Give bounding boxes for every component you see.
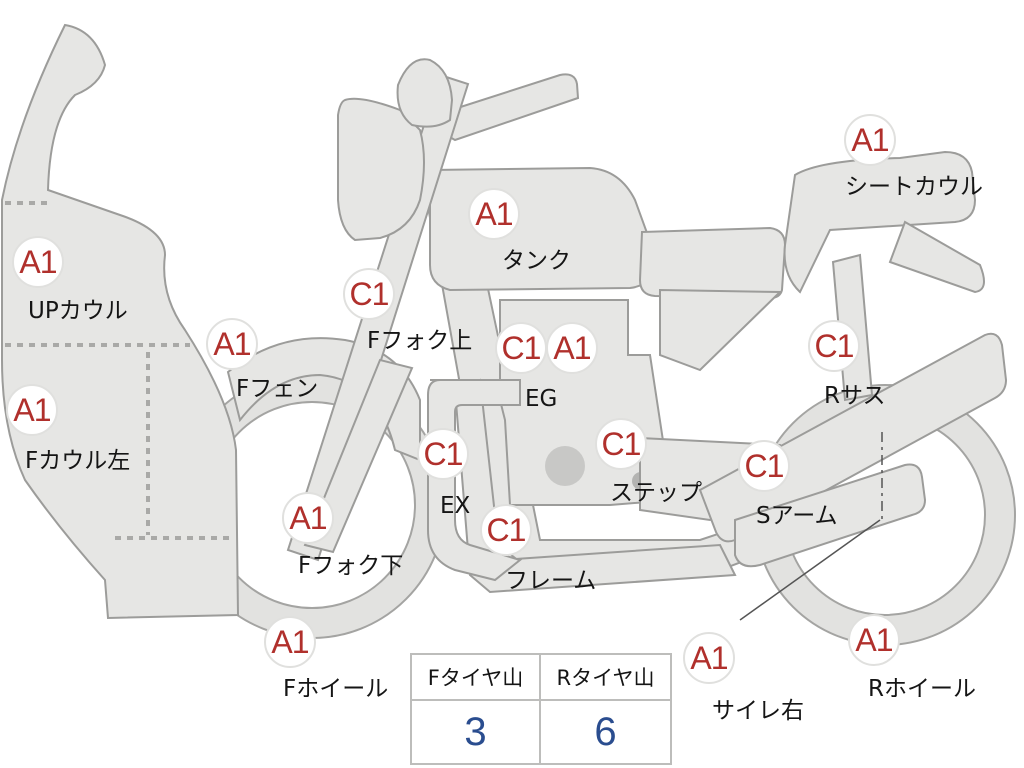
f-fork-upper-label: Fフォク上: [367, 328, 473, 354]
f-fender-label: Fフェン: [236, 376, 319, 402]
silencer-right-label: サイレ右: [712, 698, 804, 724]
seat-cowl-tail-shape: [888, 220, 985, 294]
r-wheel-grade-badge: A1: [848, 614, 900, 666]
tank-label: タンク: [502, 248, 571, 274]
r-wheel-label: Rホイール: [868, 676, 976, 702]
r-suspension-label: Rサス: [824, 383, 886, 409]
f-wheel-label: Fホイール: [283, 676, 389, 702]
tire-tread-table: Fタイヤ山 Rタイヤ山 3 6: [410, 653, 672, 765]
front-cowl-shape: [1, 23, 240, 620]
seat-cowl-shape: [783, 150, 977, 294]
tank-grade-badge: A1: [468, 188, 520, 240]
frame-rail-shape: [417, 73, 580, 142]
exhaust-label: EX: [440, 493, 471, 519]
silencer-shape: [734, 463, 927, 568]
meter-shape: [396, 58, 454, 128]
f-fork-upper-grade-badge: C1: [343, 268, 395, 320]
engine-grade-badge-1: C1: [495, 322, 547, 374]
front-tire-tread-value: 3: [412, 701, 541, 763]
engine-grade-badge-2: A1: [546, 322, 598, 374]
f-fork-lower-label: Fフォク下: [298, 553, 404, 579]
up-cowl-label: UPカウル: [28, 298, 128, 324]
swing-arm-shape: [698, 332, 1008, 543]
f-fork-lower-grade-badge: A1: [282, 492, 334, 544]
step-grade-badge: C1: [595, 418, 647, 470]
step-label: ステップ: [610, 480, 702, 506]
f-cowl-left-grade-badge: A1: [6, 384, 58, 436]
up-cowl-grade-badge: A1: [12, 236, 64, 288]
seat-lower-shape: [659, 288, 783, 372]
frame-grade-badge: C1: [480, 504, 532, 556]
engine-label: EG: [525, 386, 558, 412]
f-fender-grade-badge: A1: [206, 318, 258, 370]
silencer-right-grade-badge: A1: [683, 632, 735, 684]
rear-tire-tread-value: 6: [594, 709, 617, 754]
exhaust-grade-badge: C1: [417, 428, 469, 480]
rear-tire-tread-header: Rタイヤ山: [541, 655, 670, 701]
r-suspension-grade-badge: C1: [808, 320, 860, 372]
f-wheel-grade-badge: A1: [264, 616, 316, 668]
swing-arm-label: Sアーム: [756, 503, 838, 529]
f-cowl-left-label: Fカウル左: [25, 448, 131, 474]
front-fork-inner-shape: [303, 358, 414, 554]
seat-cowl-grade-badge: A1: [844, 114, 896, 166]
seat-cowl-label: シートカウル: [845, 174, 983, 200]
frame-label: フレーム: [505, 568, 597, 594]
swing-arm-grade-badge: C1: [738, 440, 790, 492]
seat-shape: [638, 226, 787, 300]
front-tire-tread-header: Fタイヤ山: [412, 655, 541, 701]
